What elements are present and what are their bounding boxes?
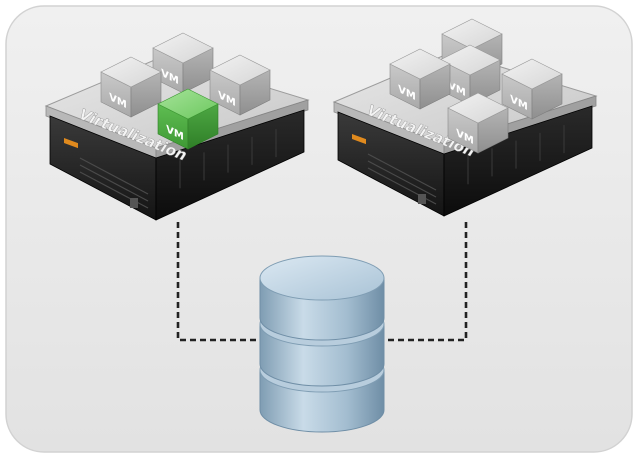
vm-face-top [439,44,501,76]
vm-face-top [152,32,214,64]
storage-database [259,255,385,433]
vm-face-top [100,56,162,88]
vm-stack: VMVMVMVMVM [389,18,563,154]
vm-face-top [501,58,563,90]
chassis-slot-line [79,164,149,202]
vm-cube: VM [501,58,563,120]
vm-cube-highlighted: VM [157,88,219,150]
vm-face-top [389,48,451,80]
vm-cube: VM [100,56,162,118]
chassis-slot-line [367,160,437,198]
vm-face-top [447,92,509,124]
chassis-side [443,105,593,217]
status-light [64,138,78,149]
power-button [130,198,138,208]
vm-face-top [157,88,219,120]
vm-cube: VM [389,48,451,110]
database-tier-1 [259,255,385,341]
status-light [352,133,366,145]
database-tier-top [259,255,385,301]
server-2: VirtualizationVMVMVMVMVM [332,18,598,217]
power-button [418,194,426,204]
chassis-slot-line [79,157,149,195]
chassis-side [155,109,305,221]
vm-face-top [209,54,271,86]
chassis-slot-line [367,153,437,191]
vm-cube: VM [447,92,509,154]
